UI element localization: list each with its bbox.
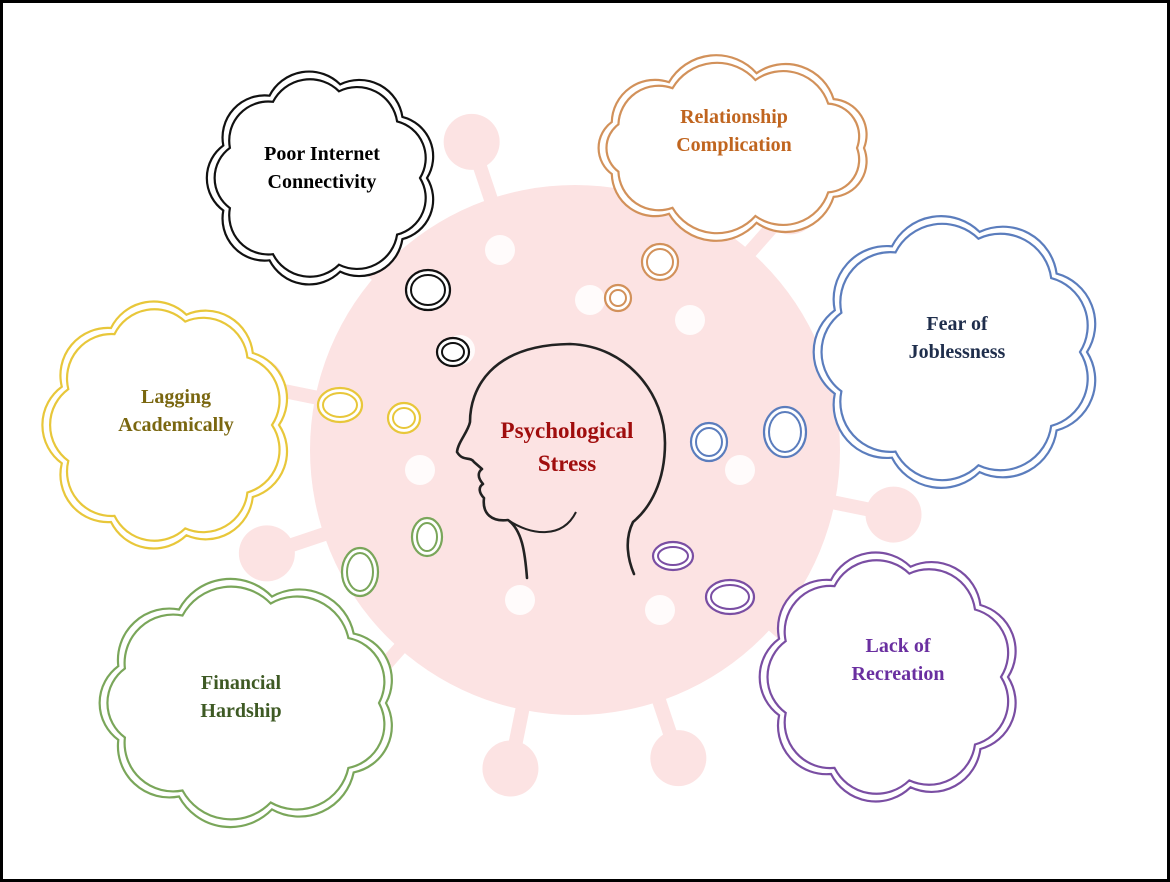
thought-bubble-inner bbox=[609, 289, 627, 307]
cloud-outline-outer bbox=[597, 54, 868, 242]
center-label-line1: Psychological bbox=[500, 418, 634, 443]
thought-bubble-inner bbox=[710, 584, 750, 610]
center-label-line2: Stress bbox=[537, 451, 597, 476]
cloud-outline-inner bbox=[766, 559, 1010, 795]
thought-bubbles bbox=[316, 242, 808, 616]
cloud-poor-internet bbox=[205, 70, 435, 286]
thought-bubble bbox=[603, 283, 633, 313]
cloud-label-line1: Poor Internet bbox=[264, 143, 380, 165]
thought-bubble bbox=[404, 268, 452, 312]
cloud-academic bbox=[41, 300, 289, 550]
cloud-label-line2: Academically bbox=[118, 414, 234, 436]
virus-spot bbox=[645, 595, 675, 625]
virus-body bbox=[310, 185, 840, 715]
cloud-financial bbox=[98, 577, 393, 829]
virus-spot bbox=[485, 235, 515, 265]
thought-bubble-inner bbox=[392, 407, 416, 429]
cloud-outline-inner bbox=[820, 222, 1089, 482]
cloud-label-line2: Hardship bbox=[200, 700, 282, 722]
thought-bubble bbox=[762, 405, 808, 459]
cloud-label-line1: Financial bbox=[200, 672, 281, 694]
head-jaw-line bbox=[507, 511, 577, 534]
cloud-outline-outer bbox=[812, 215, 1097, 489]
cloud-outline-inner bbox=[213, 78, 427, 278]
thought-bubble-inner bbox=[322, 392, 358, 418]
cloud-outline-inner bbox=[48, 308, 281, 542]
thought-bubble-inner bbox=[410, 274, 446, 306]
cloud-label-line1: Relationship bbox=[680, 106, 788, 128]
thought-bubble-inner bbox=[441, 342, 465, 362]
thought-bubble-inner bbox=[346, 552, 374, 592]
cloud-outline-outer bbox=[205, 70, 435, 286]
cloud-recreation bbox=[758, 551, 1017, 803]
cloud-label-line1: Lagging bbox=[140, 386, 212, 408]
clouds bbox=[41, 54, 1097, 829]
virus-spike-knob bbox=[238, 525, 295, 582]
virus-spike-knob bbox=[865, 486, 922, 543]
cloud-outline-inner bbox=[605, 61, 861, 235]
cloud-label-recreation: Lack of Recreation bbox=[852, 632, 945, 688]
cloud-outline-inner bbox=[106, 585, 386, 821]
thought-bubble-inner bbox=[768, 411, 802, 453]
thought-bubble-inner bbox=[646, 248, 674, 276]
thought-bubble-inner bbox=[657, 546, 689, 566]
virus-spot bbox=[575, 285, 605, 315]
cloud-outline-outer bbox=[41, 300, 289, 550]
cloud-label-line2: Joblessness bbox=[908, 341, 1006, 363]
virus-spike-knob bbox=[482, 740, 539, 797]
cloud-label-joblessness: Fear of Joblessness bbox=[909, 310, 1006, 366]
head-silhouette bbox=[455, 342, 667, 580]
virus-spot bbox=[405, 455, 435, 485]
cloud-label-line1: Lack of bbox=[865, 635, 931, 657]
virus-spot bbox=[725, 455, 755, 485]
cloud-label-line1: Fear of bbox=[926, 313, 988, 335]
cloud-label-line2: Recreation bbox=[851, 663, 945, 685]
virus-spike-knob bbox=[443, 113, 500, 170]
thought-bubble-inner bbox=[416, 522, 438, 552]
cloud-outline-outer bbox=[98, 577, 393, 829]
cloud-joblessness bbox=[812, 215, 1097, 489]
virus-spot bbox=[505, 585, 535, 615]
virus-spike-knob bbox=[650, 730, 707, 787]
virus-spot bbox=[675, 305, 705, 335]
cloud-label-line2: Connectivity bbox=[267, 171, 377, 193]
cloud-outline-outer bbox=[758, 551, 1017, 803]
thought-bubble-inner bbox=[695, 427, 723, 457]
cloud-relationship bbox=[597, 54, 868, 242]
cloud-label-line2: Complication bbox=[676, 134, 792, 156]
